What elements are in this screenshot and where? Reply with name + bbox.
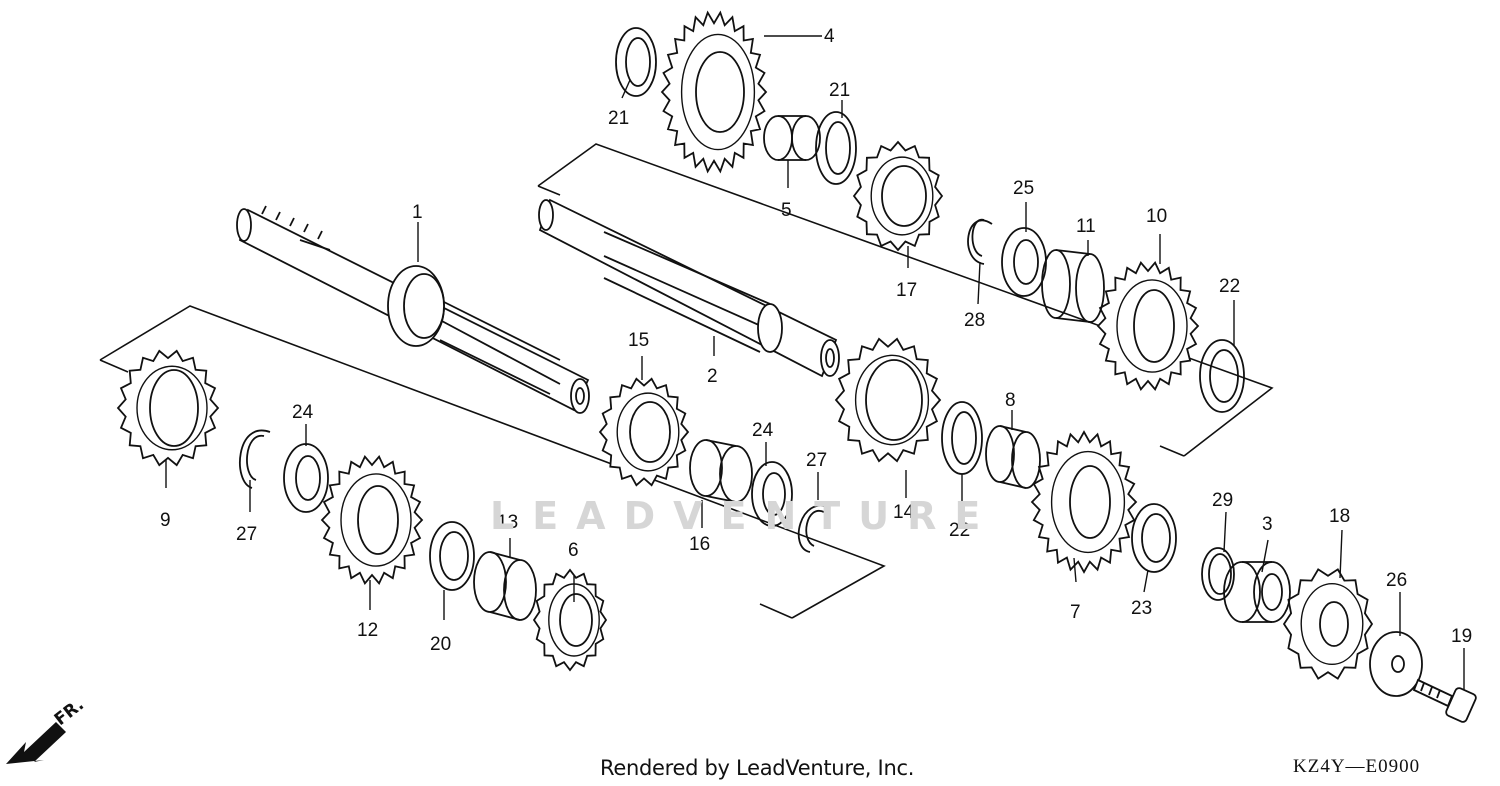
gear-9 xyxy=(116,349,220,467)
front-direction-arrow: FR. xyxy=(6,695,88,764)
bushing-11 xyxy=(1041,249,1105,323)
part-labels: 1 2 3 4 5 6 7 8 9 10 11 12 13 14 15 16 1… xyxy=(160,26,1472,655)
circlip-28 xyxy=(967,219,993,265)
part-label-1: 1 xyxy=(412,202,423,223)
splined-washer-25 xyxy=(1001,227,1047,297)
gear-6 xyxy=(532,568,608,672)
circlip-29 xyxy=(1201,547,1235,601)
needle-bearing-13 xyxy=(473,551,537,621)
part-label-10: 10 xyxy=(1146,206,1167,227)
leader-lines xyxy=(165,35,1465,690)
mainshaft xyxy=(236,205,590,414)
part-label-6: 6 xyxy=(568,540,579,561)
part-label-13: 13 xyxy=(497,512,518,533)
part-label-9: 9 xyxy=(160,510,171,531)
part-label-4: 4 xyxy=(824,26,835,47)
part-label-22a: 22 xyxy=(1219,276,1240,297)
gear-10 xyxy=(1096,261,1200,391)
gear-12 xyxy=(320,455,424,585)
part-label-29: 29 xyxy=(1212,490,1233,511)
thrust-washer-22a xyxy=(1199,339,1245,413)
part-label-27a: 27 xyxy=(236,524,257,545)
part-label-18: 18 xyxy=(1329,506,1350,527)
part-label-17: 17 xyxy=(896,280,917,301)
part-label-22b: 22 xyxy=(949,520,970,541)
thrust-washer-21b xyxy=(815,111,857,185)
part-label-2: 2 xyxy=(707,366,718,387)
thrust-washer-21a xyxy=(615,27,657,97)
countershaft xyxy=(538,198,840,378)
part-label-23: 23 xyxy=(1131,598,1152,619)
circlip-27b xyxy=(797,504,831,553)
bushing-8 xyxy=(985,425,1041,489)
part-label-21a: 21 xyxy=(608,108,629,129)
washers xyxy=(239,27,1423,697)
part-label-25: 25 xyxy=(1013,178,1034,199)
part-label-28: 28 xyxy=(964,310,985,331)
circlip-27a xyxy=(239,429,271,489)
splined-washer-24a xyxy=(283,443,329,513)
sprocket-18 xyxy=(1282,568,1374,680)
part-label-19: 19 xyxy=(1451,626,1472,647)
part-label-24b: 24 xyxy=(752,420,774,441)
part-label-16: 16 xyxy=(689,534,710,555)
bushing-5 xyxy=(763,115,821,161)
diagram-code: KZ4Y—E0900 xyxy=(1293,756,1421,777)
bushing-16 xyxy=(689,439,753,503)
part-label-15: 15 xyxy=(628,330,649,351)
part-label-24a: 24 xyxy=(292,402,314,423)
watermark: LEADVENTURE xyxy=(490,494,999,538)
part-label-21b: 21 xyxy=(829,80,850,101)
splined-washer-24b xyxy=(751,461,793,527)
part-label-20: 20 xyxy=(430,634,451,655)
part-label-27b: 27 xyxy=(806,450,827,471)
gears xyxy=(116,10,1374,680)
thrust-washer-23 xyxy=(1131,503,1177,573)
part-label-3: 3 xyxy=(1262,514,1273,535)
gear-7 xyxy=(1030,430,1138,574)
assembly-outline-lower xyxy=(99,305,886,619)
assembly-outline-upper xyxy=(537,143,1274,457)
part-label-7: 7 xyxy=(1070,602,1081,623)
part-label-14: 14 xyxy=(893,502,915,523)
gear-17 xyxy=(852,140,944,252)
flange-bolt xyxy=(1412,678,1477,723)
washer-26 xyxy=(1369,631,1423,697)
gear-14 xyxy=(834,337,942,463)
thrust-washer-20 xyxy=(429,521,475,591)
part-label-11: 11 xyxy=(1076,216,1096,237)
thrust-washer-22b xyxy=(941,401,983,475)
part-label-5: 5 xyxy=(781,200,792,221)
gear-4 xyxy=(660,10,768,174)
mainshaft-gear xyxy=(387,265,445,347)
gear-15 xyxy=(598,377,690,487)
part-label-26: 26 xyxy=(1386,570,1407,591)
part-label-12: 12 xyxy=(357,620,378,641)
rendered-by-credit: Rendered by LeadVenture, Inc. xyxy=(600,756,915,780)
bearing-3 xyxy=(1223,561,1291,623)
part-label-8: 8 xyxy=(1005,390,1016,411)
